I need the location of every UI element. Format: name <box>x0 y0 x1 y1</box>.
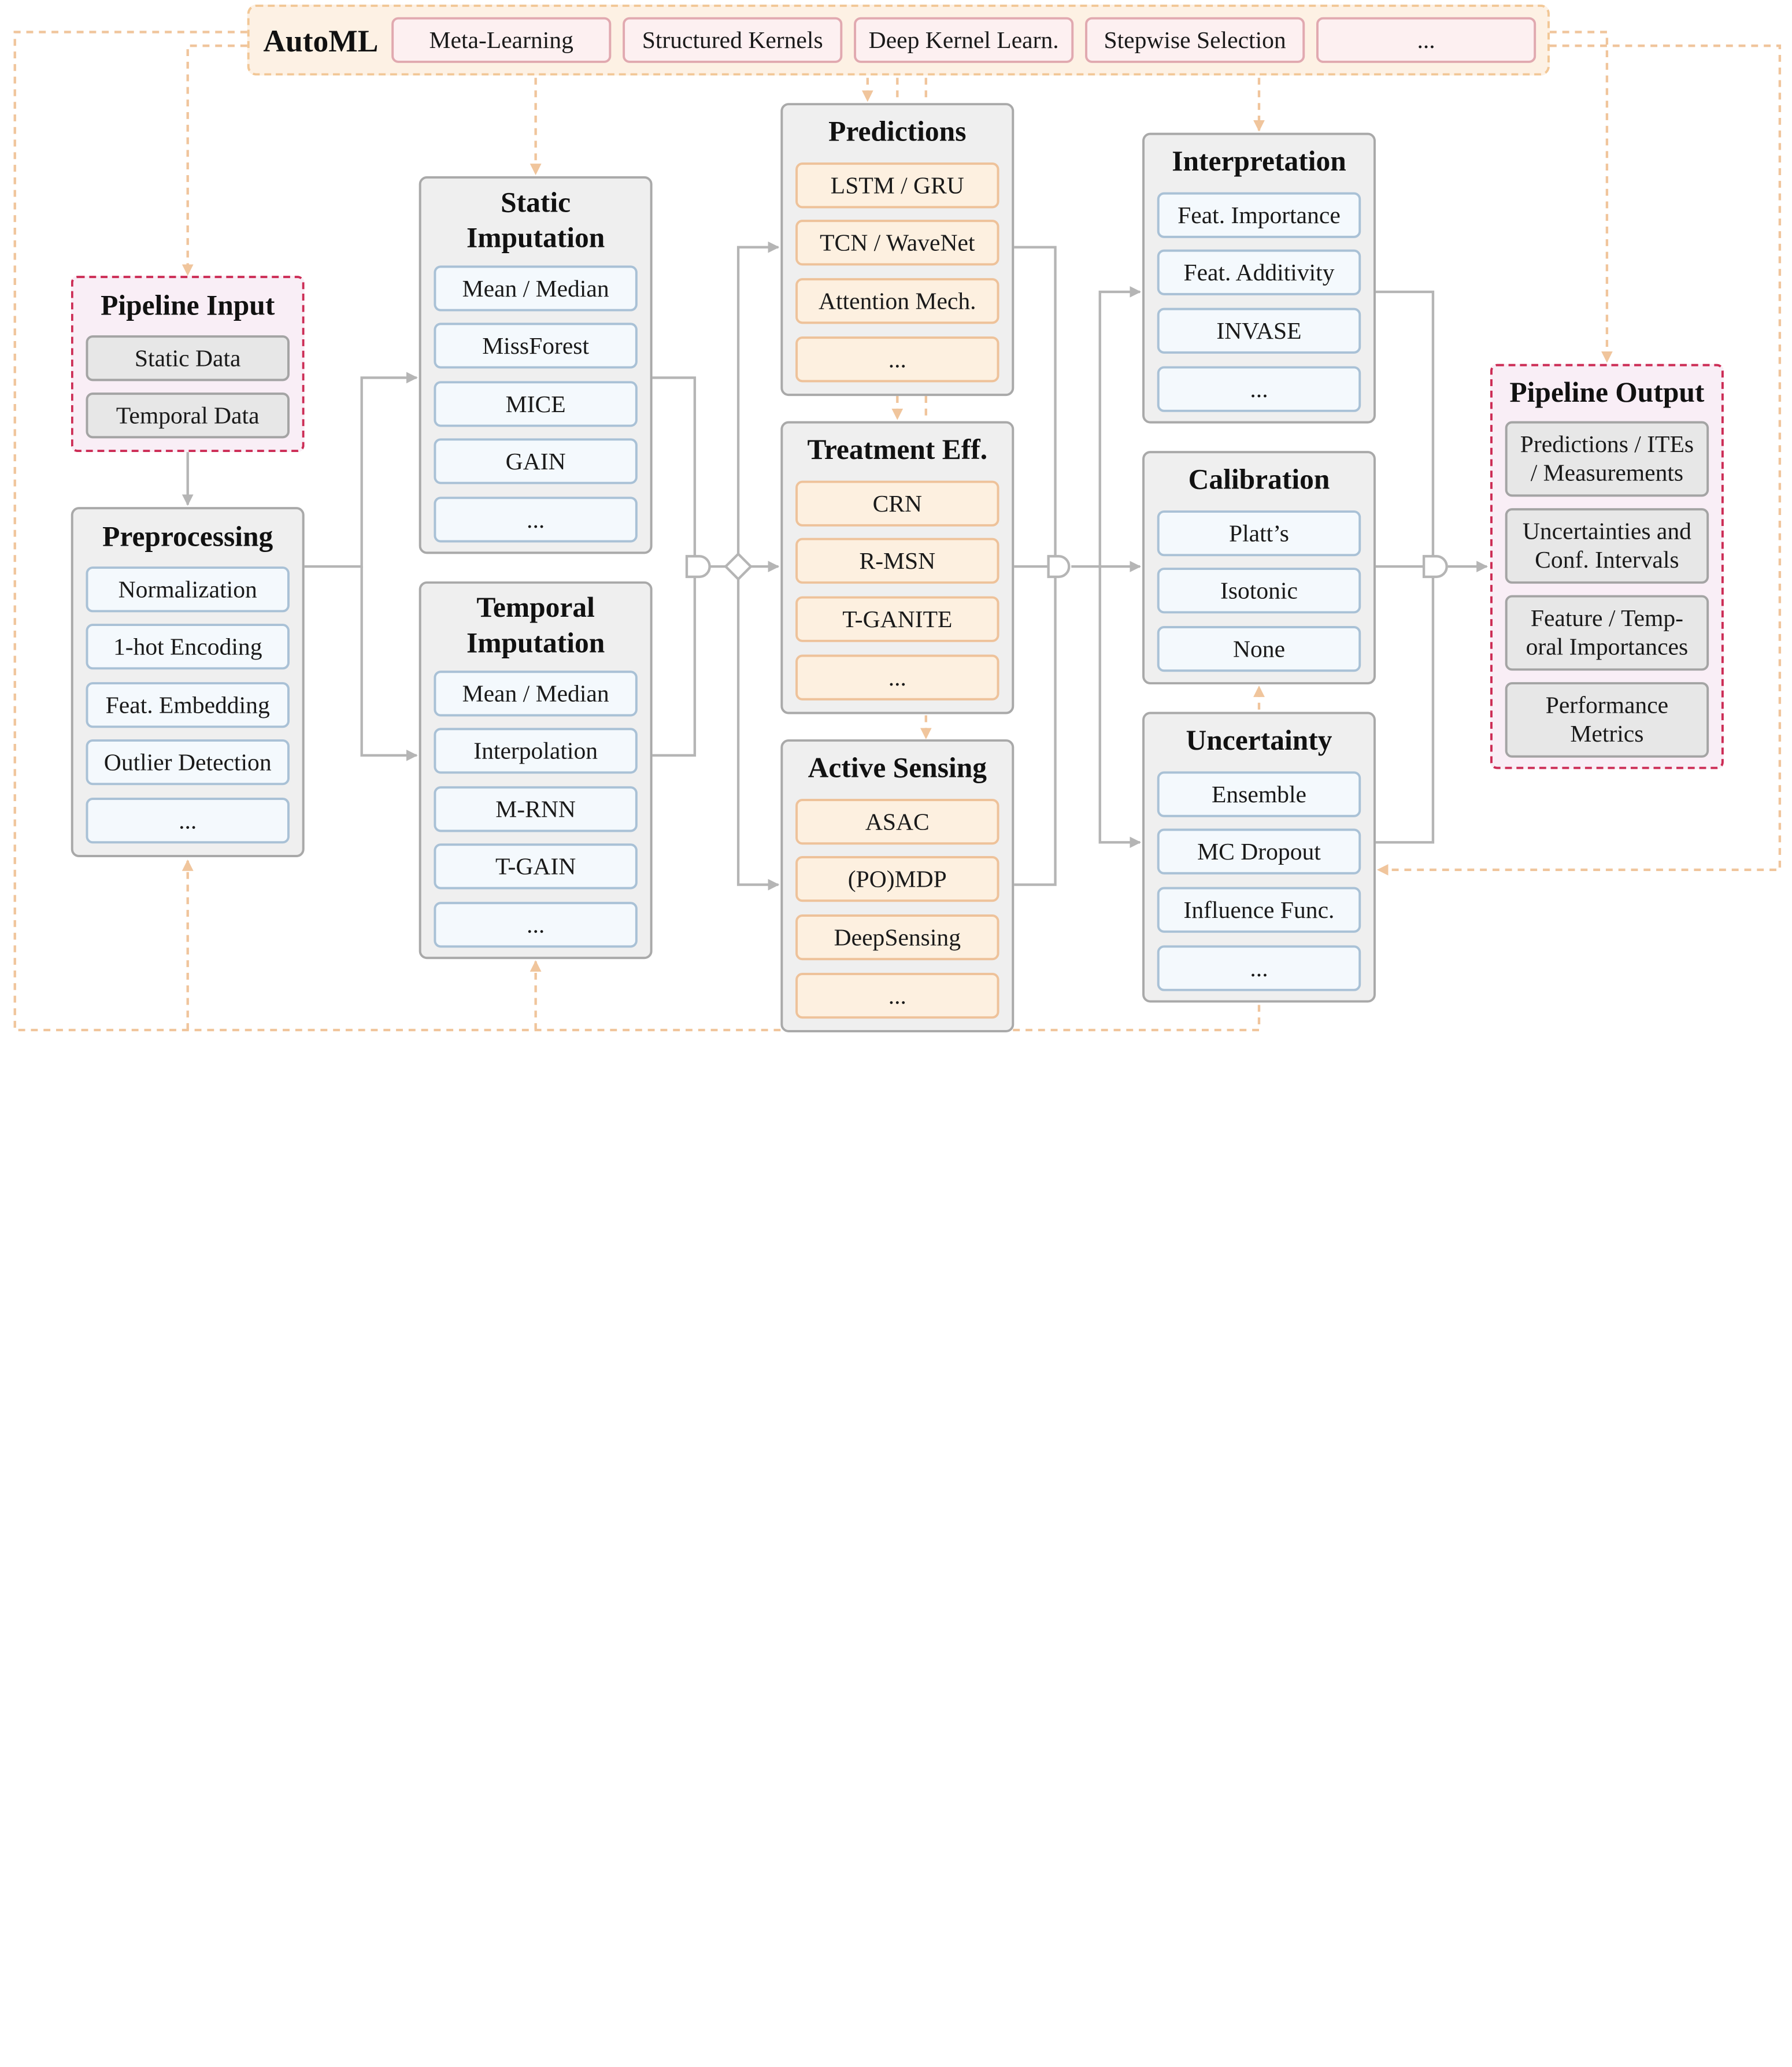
automl-title: AutoML <box>263 24 379 58</box>
active-sensing-title: Active Sensing <box>808 753 987 784</box>
output-item-uncertainties[interactable]: Uncertainties and Conf. Intervals <box>1505 508 1709 584</box>
predictions-item-lstm-gru[interactable]: LSTM / GRU <box>795 162 999 209</box>
output-item-predictions[interactable]: Predictions / ITEs / Measurements <box>1505 421 1709 497</box>
predictions-item-more[interactable]: ... <box>795 336 999 383</box>
treatment-item-r-msn[interactable]: R-MSN <box>795 538 999 584</box>
preprocessing-item-normalization[interactable]: Normalization <box>86 566 290 613</box>
uncertainty-title: Uncertainty <box>1186 725 1332 757</box>
input-item-temporal-data[interactable]: Temporal Data <box>86 392 290 439</box>
output-item-importances[interactable]: Feature / Temp- oral Importances <box>1505 595 1709 671</box>
temporal-imputation-item-interpolation[interactable]: Interpolation <box>434 728 638 774</box>
uncertainty-item-mc-dropout[interactable]: MC Dropout <box>1157 828 1361 875</box>
temporal-imputation-item-m-rnn[interactable]: M-RNN <box>434 786 638 832</box>
static-imputation-title-line2: Imputation <box>466 223 605 254</box>
temporal-imputation-item-t-gain[interactable]: T-GAIN <box>434 843 638 890</box>
pipeline-output-title: Pipeline Output <box>1509 377 1705 409</box>
interpretation-item-more[interactable]: ... <box>1157 366 1361 412</box>
preprocessing-item-outlier-detection[interactable]: Outlier Detection <box>86 739 290 786</box>
output-item-predictions-line2: / Measurements <box>1530 458 1684 487</box>
automl-item-meta-learning[interactable]: Meta-Learning <box>391 17 612 63</box>
uncertainty-item-ensemble[interactable]: Ensemble <box>1157 771 1361 817</box>
calibration-item-platt[interactable]: Platt’s <box>1157 510 1361 557</box>
automl-item-structured-kernels[interactable]: Structured Kernels <box>623 17 843 63</box>
temporal-imputation-title-line2: Imputation <box>466 628 605 660</box>
active-sensing-item-asac[interactable]: ASAC <box>795 799 999 845</box>
predictions-title: Predictions <box>828 116 967 148</box>
output-item-predictions-line1: Predictions / ITEs <box>1520 430 1694 458</box>
calibration-item-isotonic[interactable]: Isotonic <box>1157 568 1361 614</box>
calibration-title: Calibration <box>1188 464 1330 496</box>
output-item-uncertainties-line1: Uncertainties and <box>1522 517 1691 545</box>
interpretation-item-feature-importance[interactable]: Feat. Importance <box>1157 192 1361 238</box>
uncertainty-panel: Uncertainty Ensemble MC Dropout Influenc… <box>1142 712 1376 1003</box>
pipeline-output-panel: Pipeline Output Predictions / ITEs / Mea… <box>1490 364 1724 769</box>
active-sensing-panel: Active Sensing ASAC (PO)MDP DeepSensing … <box>780 739 1015 1032</box>
output-item-importances-line2: oral Importances <box>1526 632 1689 661</box>
output-item-performance-line1: Performance <box>1545 691 1669 719</box>
input-item-static-data[interactable]: Static Data <box>86 335 290 381</box>
preprocessing-title: Preprocessing <box>102 521 273 553</box>
temporal-imputation-item-mean-median[interactable]: Mean / Median <box>434 671 638 717</box>
automl-item-stepwise-selection[interactable]: Stepwise Selection <box>1085 17 1305 63</box>
calibration-item-none[interactable]: None <box>1157 626 1361 672</box>
temporal-imputation-item-more[interactable]: ... <box>434 902 638 948</box>
uncertainty-item-more[interactable]: ... <box>1157 945 1361 991</box>
treatment-item-crn[interactable]: CRN <box>795 480 999 527</box>
static-imputation-title-line1: Static <box>501 187 571 219</box>
output-item-performance-metrics[interactable]: Performance Metrics <box>1505 682 1709 758</box>
static-imputation-item-mean-median[interactable]: Mean / Median <box>434 265 638 312</box>
preprocessing-item-feature-embedding[interactable]: Feat. Embedding <box>86 682 290 728</box>
treatment-effects-panel: Treatment Eff. CRN R-MSN T-GANITE ... <box>780 421 1015 714</box>
preprocessing-item-more[interactable]: ... <box>86 798 290 844</box>
static-imputation-panel: Static Imputation Mean / Median MissFore… <box>419 176 653 554</box>
interpretation-title: Interpretation <box>1172 146 1346 177</box>
treatment-item-more[interactable]: ... <box>795 654 999 701</box>
uncertainty-item-influence-functions[interactable]: Influence Func. <box>1157 887 1361 933</box>
output-item-performance-line2: Metrics <box>1570 720 1644 747</box>
interpretation-item-invase[interactable]: INVASE <box>1157 308 1361 354</box>
temporal-imputation-title-line1: Temporal <box>476 592 595 624</box>
active-sensing-item-more[interactable]: ... <box>795 973 999 1019</box>
output-item-importances-line1: Feature / Temp- <box>1530 604 1684 632</box>
predictions-item-attention[interactable]: Attention Mech. <box>795 278 999 324</box>
pipeline-input-title: Pipeline Input <box>101 290 275 322</box>
temporal-imputation-panel: Temporal Imputation Mean / Median Interp… <box>419 581 653 960</box>
calibration-panel: Calibration Platt’s Isotonic None <box>1142 451 1376 685</box>
preprocessing-panel: Preprocessing Normalization 1-hot Encodi… <box>71 507 305 858</box>
predictions-item-tcn-wavenet[interactable]: TCN / WaveNet <box>795 220 999 266</box>
connector-lines <box>13 31 1782 1032</box>
static-imputation-item-gain[interactable]: GAIN <box>434 438 638 484</box>
pipeline-input-panel: Pipeline Input Static Data Temporal Data <box>71 276 305 453</box>
interpretation-item-feature-additivity[interactable]: Feat. Additivity <box>1157 249 1361 295</box>
automl-item-deep-kernel-learning[interactable]: Deep Kernel Learn. <box>854 17 1074 63</box>
active-sensing-item-pomdp[interactable]: (PO)MDP <box>795 856 999 902</box>
predictions-panel: Predictions LSTM / GRU TCN / WaveNet Att… <box>780 103 1015 397</box>
interpretation-panel: Interpretation Feat. Importance Feat. Ad… <box>1142 132 1376 424</box>
automl-bar: AutoML Meta-Learning Structured Kernels … <box>247 4 1550 76</box>
output-item-uncertainties-line2: Conf. Intervals <box>1535 546 1679 573</box>
automl-item-more[interactable]: ... <box>1316 17 1536 63</box>
treatment-item-t-ganite[interactable]: T-GANITE <box>795 596 999 642</box>
active-sensing-item-deepsensing[interactable]: DeepSensing <box>795 914 999 961</box>
static-imputation-item-missforest[interactable]: MissForest <box>434 323 638 369</box>
static-imputation-item-mice[interactable]: MICE <box>434 381 638 427</box>
static-imputation-item-more[interactable]: ... <box>434 497 638 543</box>
preprocessing-item-one-hot-encoding[interactable]: 1-hot Encoding <box>86 624 290 670</box>
treatment-effects-title: Treatment Eff. <box>807 435 988 466</box>
